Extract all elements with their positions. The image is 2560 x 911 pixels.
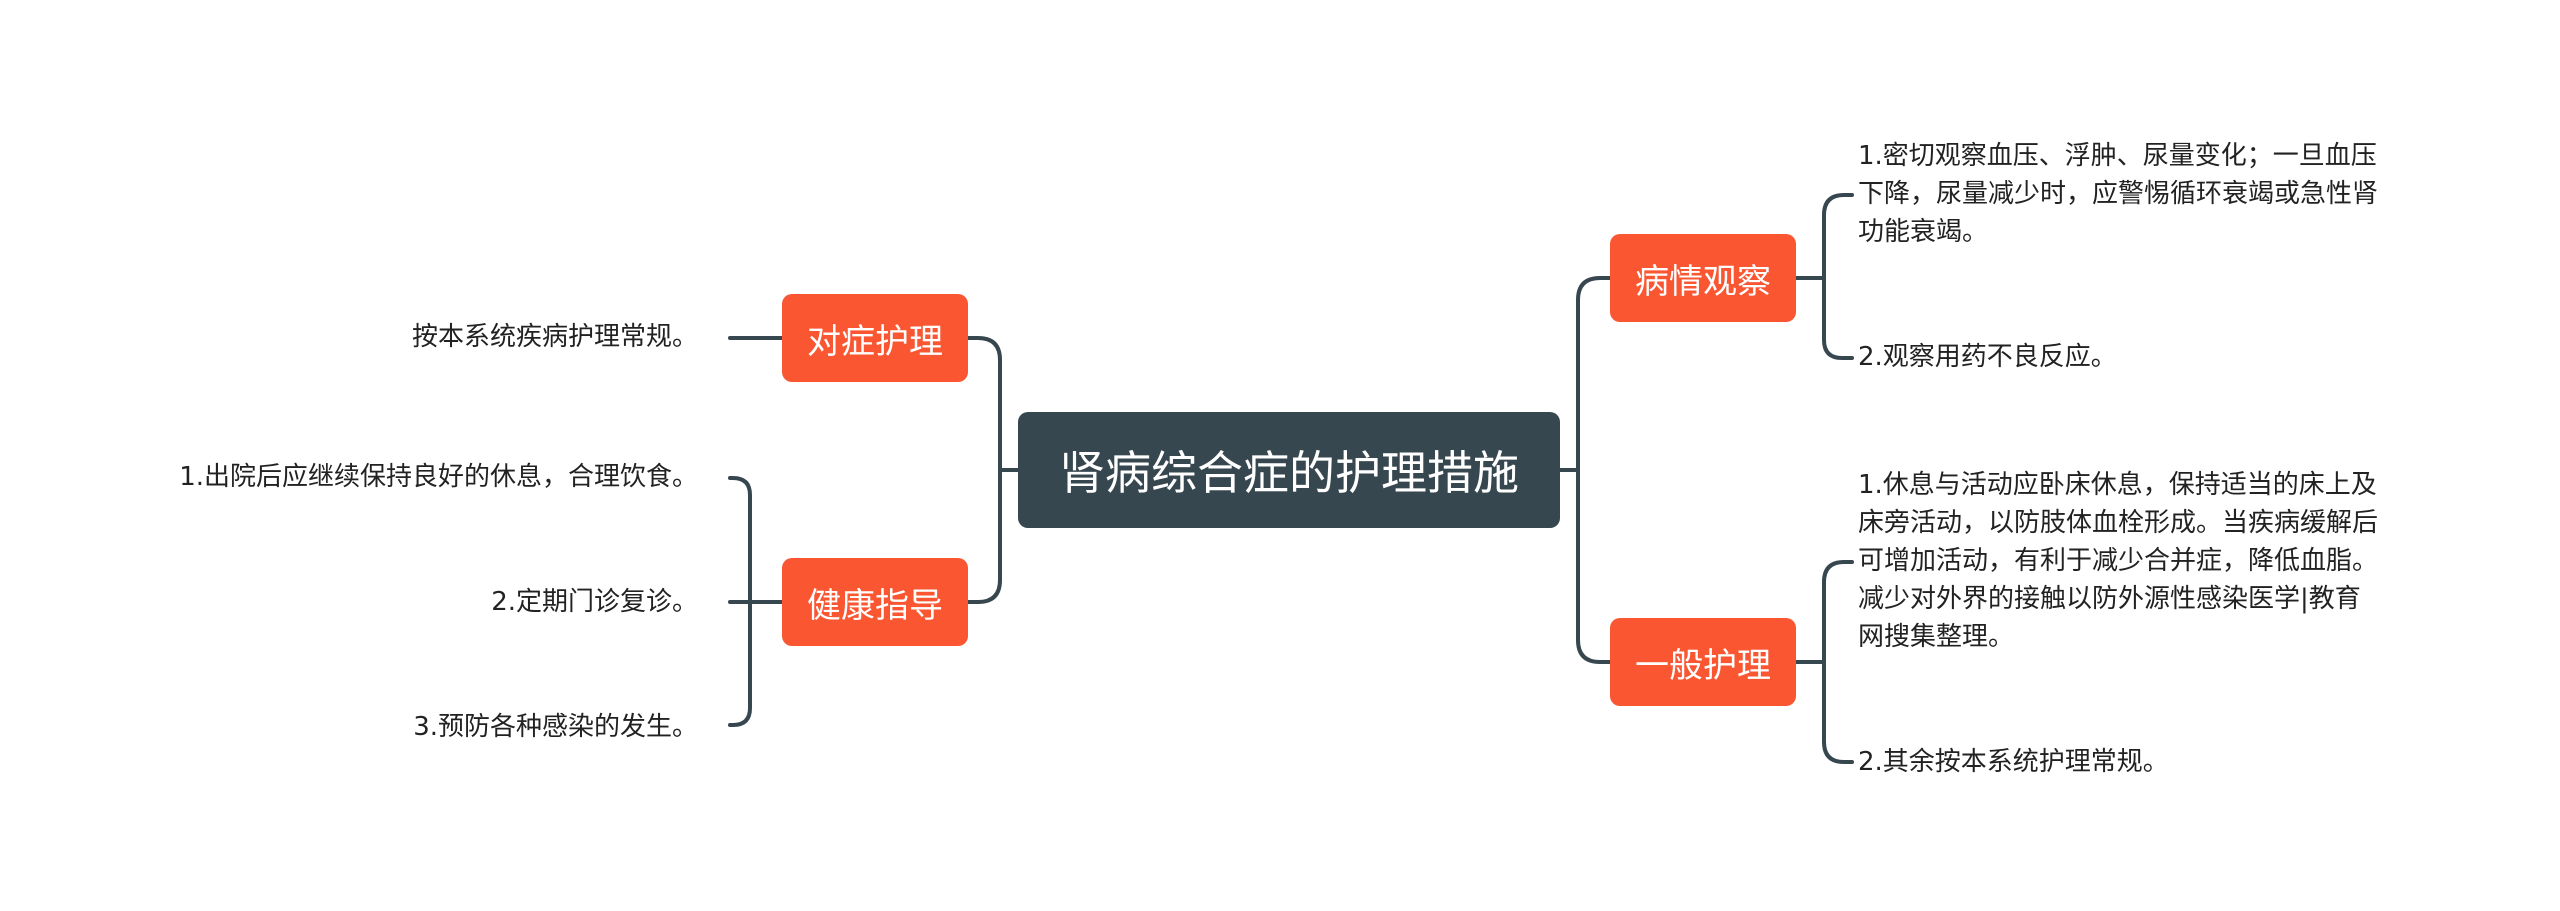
leaf-line: 2.观察用药不良反应。 [1858,342,2117,372]
root-node[interactable]: 肾病综合症的护理措施 [1018,412,1560,528]
leaf-line: 功能衰竭。 [1858,217,1989,247]
leaf-general-care-1[interactable]: 1.休息与活动应卧床休息，保持适当的床上及 床旁活动，以防肢体血栓形成。当疾病缓… [1858,466,2378,656]
leaf-health-guidance-3[interactable]: 3.预防各种感染的发生。 [413,712,698,742]
leaf-line: 1.休息与活动应卧床休息，保持适当的床上及 [1858,470,2377,500]
connector-observation-leaves [1794,193,1854,360]
leaf-line: 可增加活动，有利于减少合并症，降低血脂。 [1858,546,2379,576]
leaf-symptom-care-1[interactable]: 按本系统疾病护理常规。 [411,322,698,352]
branch-health-guidance[interactable]: 健康指导 [782,558,968,646]
connector-guidance-leaves [728,476,784,727]
branch-general-care[interactable]: 一般护理 [1610,618,1796,706]
leaf-line: 1.密切观察血压、浮肿、尿量变化；一旦血压 [1858,141,2377,171]
leaf-line: 床旁活动，以防肢体血栓形成。当疾病缓解后 [1858,508,2379,538]
leaf-condition-observation-1[interactable]: 1.密切观察血压、浮肿、尿量变化；一旦血压 下降，尿量减少时，应警惕循环衰竭或急… [1858,137,2378,251]
connector-root-left [966,336,1020,604]
leaf-line: 网搜集整理。 [1858,622,2015,652]
branch-condition-observation[interactable]: 病情观察 [1610,234,1796,322]
leaf-health-guidance-1[interactable]: 1.出院后应继续保持良好的休息，合理饮食。 [179,462,698,492]
leaf-health-guidance-2[interactable]: 2.定期门诊复诊。 [491,587,698,617]
connector-root-right [1558,276,1612,664]
leaf-line: 减少对外界的接触以防外源性感染医学|教育 [1858,584,2361,614]
leaf-line: 下降，尿量减少时，应警惕循环衰竭或急性肾 [1858,179,2379,209]
connector-general-leaves [1794,560,1854,764]
leaf-general-care-2[interactable]: 2.其余按本系统护理常规。 [1858,743,2169,781]
leaf-condition-observation-2[interactable]: 2.观察用药不良反应。 [1858,338,2117,376]
branch-symptom-care[interactable]: 对症护理 [782,294,968,382]
leaf-line: 2.其余按本系统护理常规。 [1858,747,2169,777]
